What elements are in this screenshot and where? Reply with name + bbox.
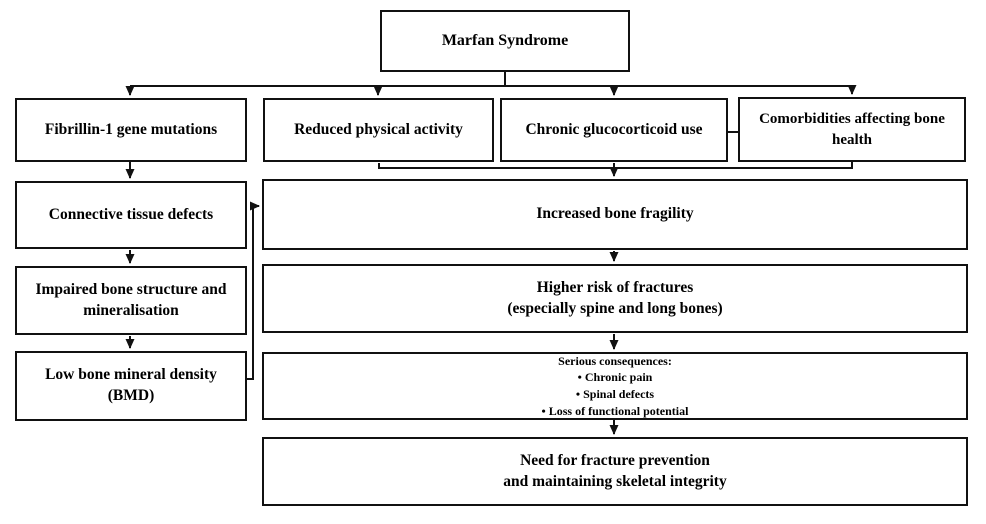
node-label-line: Low bone mineral density (45, 366, 217, 384)
node-label-line: Impaired bone structure and (35, 280, 227, 298)
node-label: Chronic glucocorticoid use (525, 120, 703, 138)
bullet-item: • Chronic pain (577, 370, 653, 385)
connector-marfan-stem (130, 72, 852, 87)
node-serious-consequences: Serious consequences: • Chronic pain • S… (262, 352, 968, 420)
node-label-line: Higher risk of fractures (536, 278, 694, 296)
node-label-line: (especially spine and long bones) (507, 299, 723, 317)
node-label: Reduced physical activity (294, 120, 463, 138)
node-label: Connective tissue defects (48, 205, 214, 223)
node-higher-risk-of-fractures: Higher risk of fractures (especially spi… (262, 264, 968, 333)
node-heading: Serious consequences: (558, 353, 672, 368)
node-label: Marfan Syndrome (441, 32, 569, 50)
arrow-bmd-to-fragility (247, 201, 260, 380)
bullet-item: • Loss of functional potential (541, 403, 689, 418)
node-label-line: Need for fracture prevention (520, 451, 710, 469)
node-impaired-bone-structure: Impaired bone structure and mineralisati… (15, 266, 247, 335)
bullet-item: • Spinal defects (575, 387, 655, 401)
node-chronic-glucocorticoid-use: Chronic glucocorticoid use (500, 98, 728, 162)
node-label-line: (BMD) (107, 387, 155, 404)
node-fracture-prevention: Need for fracture prevention and maintai… (262, 437, 968, 506)
node-label: Fibrillin-1 gene mutations (44, 120, 218, 138)
node-connective-tissue-defects: Connective tissue defects (15, 181, 247, 249)
node-fibrillin-gene-mutations: Fibrillin-1 gene mutations (15, 98, 247, 162)
node-label-line: and maintaining skeletal integrity (503, 472, 727, 490)
node-label-line: mineralisation (83, 301, 179, 319)
node-label: Increased bone fragility (536, 205, 694, 223)
node-marfan-syndrome: Marfan Syndrome (380, 10, 630, 72)
node-label-line: Comorbidities affecting bone (759, 111, 945, 128)
node-low-bone-mineral-density: Low bone mineral density (BMD) (15, 351, 247, 421)
node-reduced-physical-activity: Reduced physical activity (263, 98, 494, 162)
node-label-line: health (831, 131, 872, 148)
node-comorbidities-affecting-bone-health: Comorbidities affecting bone health (738, 97, 966, 162)
connector-causes-collector (378, 162, 853, 169)
node-increased-bone-fragility: Increased bone fragility (262, 179, 968, 250)
